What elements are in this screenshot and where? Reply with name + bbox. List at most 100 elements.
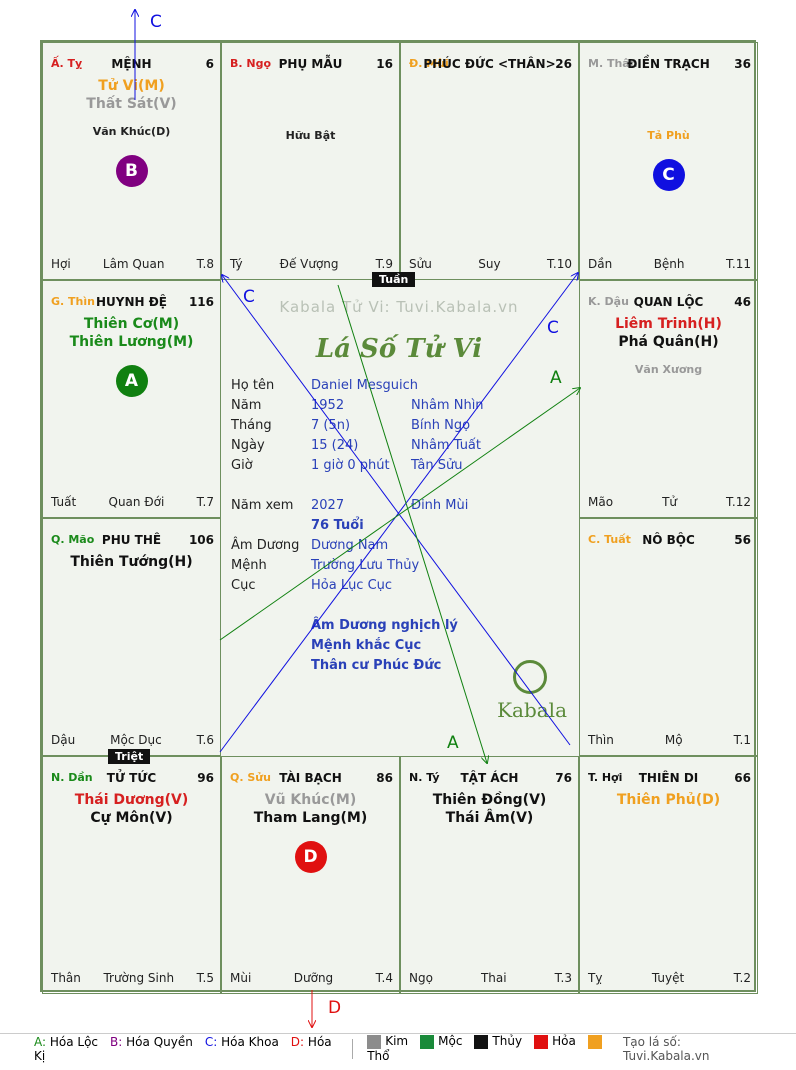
major-star: Phá Quân(H) [618, 334, 719, 350]
element-color-swatch [534, 1034, 549, 1049]
legend-text: Hóa Quyền [126, 1034, 193, 1049]
footer-item: Hợi [51, 257, 71, 271]
major-star: Thiên Tướng(H) [70, 554, 193, 570]
palace-name: PHỤ MẪU [278, 57, 343, 71]
legend-key: A: [34, 1034, 47, 1049]
footer-item: T.3 [554, 971, 572, 985]
legend-item: D: Hóa Kị [34, 1035, 332, 1063]
palace-name: MỆNH [111, 57, 152, 71]
palace-name: TẬT ÁCH [460, 771, 519, 785]
footer-item: Thân [51, 971, 81, 985]
palace-number: 76 [555, 771, 572, 785]
footer-item: Mùi [230, 971, 252, 985]
legend-text: Hóa Khoa [221, 1034, 279, 1049]
palace-name: ĐIỀN TRẠCH [627, 57, 710, 71]
element-name: Kim [385, 1034, 409, 1049]
info-row: Cục Hỏa Lục Cục [231, 578, 571, 598]
label-d-bottom: D [328, 998, 342, 1018]
info-label: Họ tên [231, 378, 275, 393]
info-label: Mệnh [231, 558, 267, 573]
footer-item: T.5 [196, 971, 214, 985]
palace-number: 86 [376, 771, 393, 785]
element-legend-item: Thủy [474, 1034, 522, 1049]
info-label: Năm xem [231, 498, 294, 513]
minor-star: Văn Xương [634, 363, 703, 376]
footer-item: T.2 [733, 971, 751, 985]
palace-can: C. Tuất [588, 533, 631, 546]
info-value: Trường Lưu Thủy [311, 558, 420, 573]
info-label: Tháng [231, 418, 272, 433]
transform-badge: A [115, 365, 148, 397]
info-canchi: Nhâm Tuất [411, 438, 481, 453]
info-value: 76 Tuổi [311, 518, 364, 533]
minor-star: Hữu Bật [285, 129, 336, 142]
palace-can: Đ. Mùi [409, 57, 449, 70]
footer-item: Dần [588, 257, 613, 271]
footer-item: Tỵ [588, 971, 603, 985]
footer-item: Suy [478, 257, 501, 271]
footer-item: T.1 [733, 733, 751, 747]
element-legend-item: Hỏa [534, 1034, 576, 1049]
palace-number: 46 [734, 295, 751, 309]
info-value: 1 giờ 0 phút [311, 458, 390, 473]
legend-item: C: Hóa Khoa [205, 1035, 279, 1049]
info-row [231, 478, 571, 498]
palace-name: TÀI BẠCH [279, 771, 342, 785]
footer-item: T.6 [196, 733, 214, 747]
watermark: Kabala Tử Vi: Tuvi.Kabala.vn [279, 298, 519, 316]
element-color-swatch [420, 1034, 435, 1049]
element-name: Hỏa [552, 1034, 576, 1049]
legend-key: B: [110, 1034, 123, 1049]
label-a-bottom: A [447, 733, 459, 753]
palace-can: N. Tý [409, 771, 440, 784]
info-label: Ngày [231, 438, 265, 453]
info-canchi: Nhâm Nhìn [411, 398, 484, 413]
palace-number: 96 [197, 771, 214, 785]
palace-number: 26 [555, 57, 572, 71]
palace-stars: Vũ Khúc(M)Tham Lang(M)D [222, 791, 399, 873]
site-link[interactable]: Tạo lá số: Tuvi.Kabala.vn [622, 1034, 710, 1063]
footer-item: Mão [588, 495, 614, 509]
palace-name: NÔ BỘC [642, 533, 695, 547]
footer-item: Quan Đới [108, 495, 165, 509]
palace-stars: Thái Dương(V)Cự Môn(V) [43, 791, 220, 827]
element-legend-item: Kim [367, 1034, 409, 1049]
kabala-logo-icon [513, 660, 547, 694]
info-value: Hỏa Lục Cục [311, 578, 393, 593]
palace-name: HUYNH ĐỆ [96, 295, 167, 309]
footer-item: Dưỡng [293, 971, 334, 985]
info-row: Mệnh Trường Lưu Thủy [231, 558, 571, 578]
center-info-panel: Kabala Tử Vi: Tuvi.Kabala.vn Lá Số Tử Vi… [221, 280, 577, 756]
info-label: Cục [231, 578, 256, 593]
legend-item: A: Hóa Lộc [34, 1035, 98, 1049]
info-canchi: Tân Sửu [411, 458, 463, 473]
palace-name: THIÊN DI [638, 771, 699, 785]
transform-badge: C [652, 159, 685, 191]
major-star: Cự Môn(V) [90, 810, 173, 826]
footer-item: Thìn [588, 733, 614, 747]
transform-badge: D [294, 841, 327, 873]
